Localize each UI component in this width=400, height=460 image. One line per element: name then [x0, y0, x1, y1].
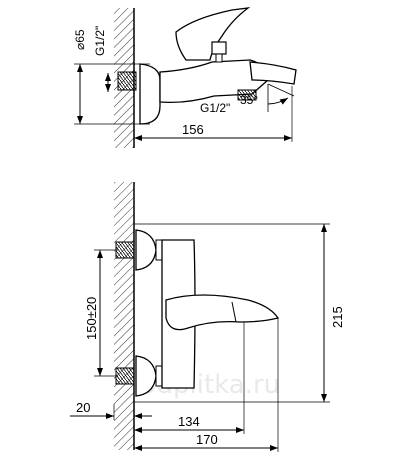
diverter-knob	[211, 41, 227, 55]
thread-label-outlet: G1/2"	[200, 101, 230, 115]
diameter-label: ⌀65	[73, 29, 87, 50]
spout-top	[249, 61, 297, 85]
thread-label-vertical: G1/2"	[93, 26, 107, 56]
inlet-thread-top	[117, 71, 137, 91]
depth-label: 156	[182, 122, 204, 137]
height-label: 215	[330, 306, 345, 328]
spout-reach-label: 170	[196, 432, 218, 447]
lever-reach-label: 134	[178, 414, 200, 429]
escutcheon-top	[139, 63, 161, 125]
front-view: 215 150±20 20 134 170	[70, 182, 345, 452]
wall-front-view	[114, 182, 134, 450]
lever-top	[175, 7, 251, 61]
inlet-thread-lower	[115, 367, 135, 385]
lever-front	[165, 294, 280, 331]
offset-label: 20	[76, 400, 90, 415]
top-view: ⌀65 G1/2" G1/2" 35° 156	[73, 7, 297, 148]
angle-label: 35°	[240, 93, 258, 107]
spacing-label: 150±20	[84, 297, 99, 340]
inlet-thread-upper	[115, 241, 135, 259]
escutcheon-upper	[135, 229, 157, 271]
